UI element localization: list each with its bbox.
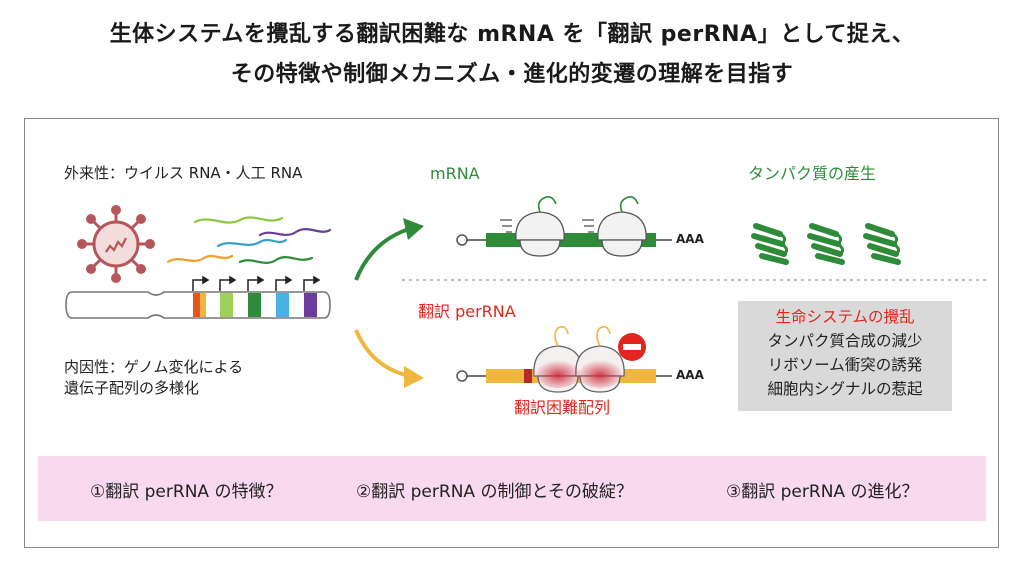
ribosome-icon-2: [582, 196, 647, 257]
effect-line-3: 細胞内シグナルの惹起: [767, 380, 923, 398]
mrna-label: mRNA: [430, 164, 480, 183]
difficult-seq-label: 翻訳困難配列: [514, 398, 611, 417]
page-title-line2: その特徴や制御メカニズム・進化的変遷の理解を目指す: [230, 62, 794, 87]
collided-ribosomes: [533, 326, 625, 393]
endogenous-label: 内因性：ゲノム変化による 遺伝子配列の多様化: [64, 358, 244, 397]
effect-title: 生命システムの攪乱: [775, 308, 915, 326]
effect-line-2: リボソーム衝突の誘発: [767, 356, 923, 374]
question-3: ③翻訳 perRNA の進化？: [726, 482, 919, 502]
virus-icon: [77, 205, 155, 283]
question-1: ①翻訳 perRNA の特徴？: [90, 482, 283, 502]
ribosome-icon: [500, 196, 565, 257]
diagram-frame: [24, 118, 999, 548]
arrow-to-mrna: [354, 226, 413, 281]
questions-band: ①翻訳 perRNA の特徴？ ②翻訳 perRNA の制御とその破綻？ ③翻訳…: [38, 456, 986, 521]
poly-a-top: AAA: [676, 232, 704, 246]
chromosome-icon: [65, 275, 331, 319]
no-entry-icon: [618, 333, 646, 361]
question-2: ②翻訳 perRNA の制御とその破綻？: [356, 482, 633, 502]
page-title-line1: 生体システムを攪乱する翻訳困難な mRNA を「翻訳 perRNA」として捉え、: [109, 22, 915, 47]
protein-icon: [751, 223, 901, 265]
arrow-to-perrna: [354, 329, 411, 378]
effect-line-1: タンパク質合成の減少: [767, 332, 923, 350]
exogenous-label: 外来性：ウイルス RNA・人工 RNA: [64, 164, 303, 182]
rna-strands: [166, 216, 332, 264]
poly-a-bottom: AAA: [676, 368, 704, 382]
arrow-head-green: [403, 218, 424, 240]
perrna-label: 翻訳 perRNA: [418, 302, 516, 321]
protein-label: タンパク質の産生: [748, 164, 877, 183]
arrow-head-orange: [404, 366, 424, 388]
effects-box: 生命システムの攪乱 タンパク質合成の減少 リボソーム衝突の誘発 細胞内シグナルの…: [738, 301, 952, 411]
